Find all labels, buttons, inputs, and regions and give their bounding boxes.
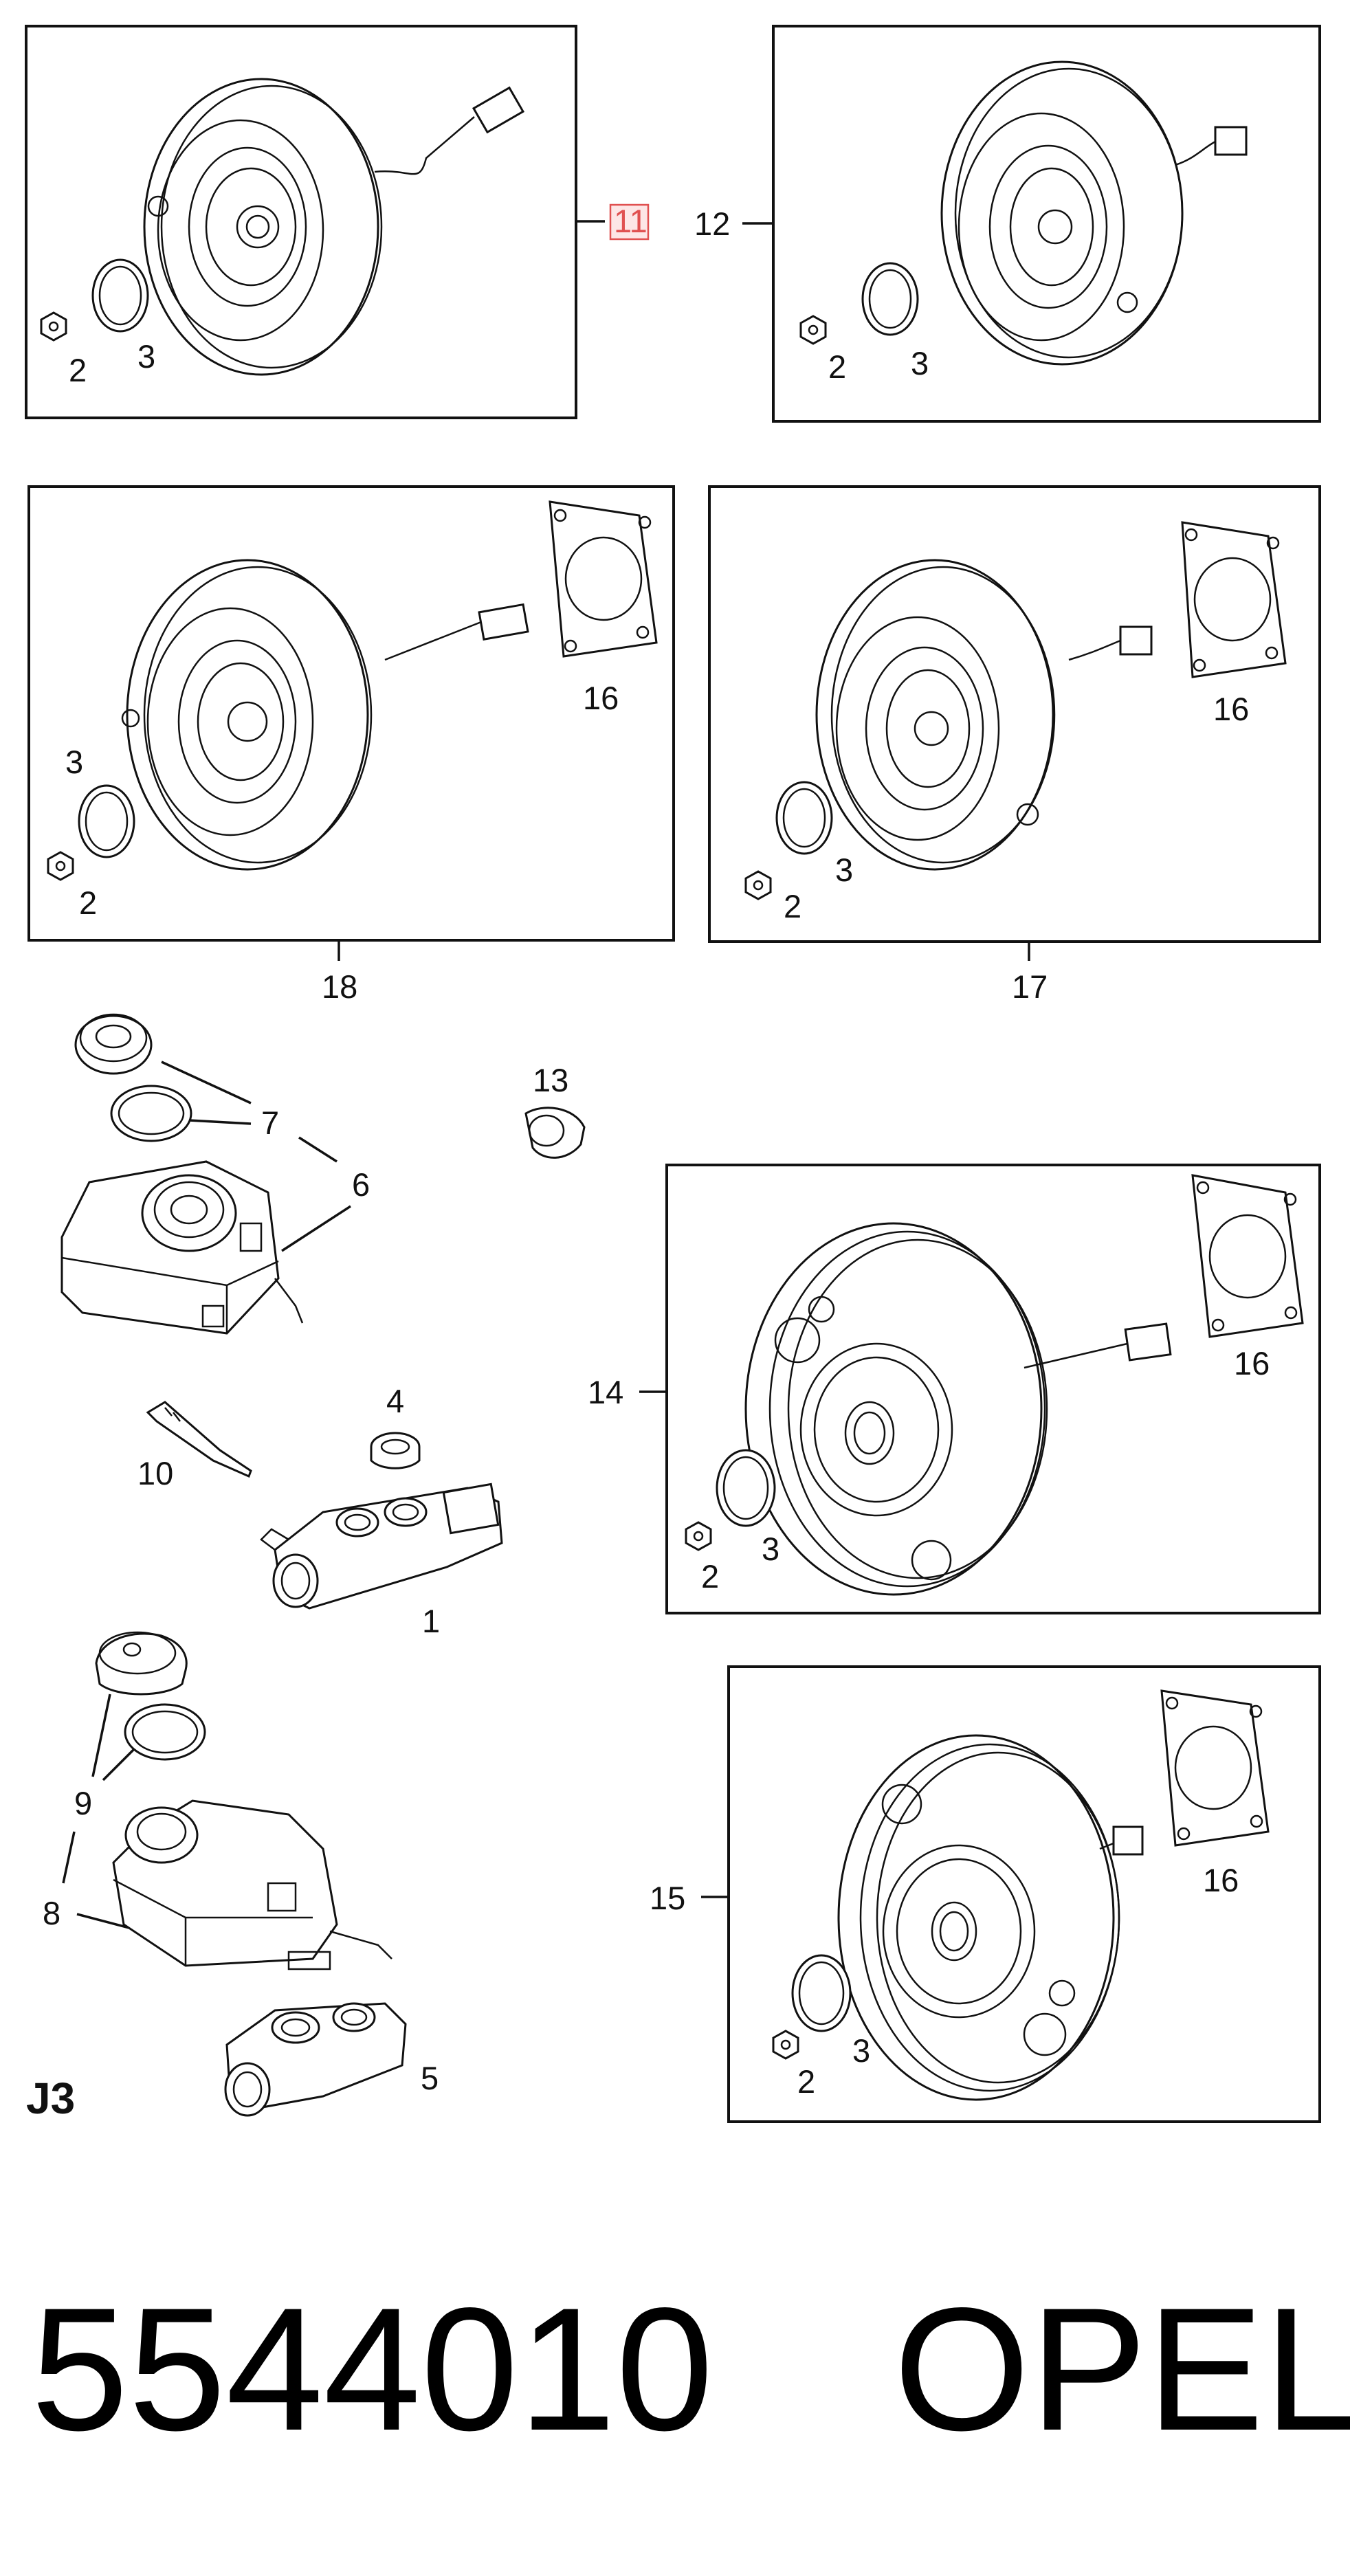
master-cylinder-5: 5 bbox=[224, 2002, 439, 2117]
master-cylinder-1: 1 bbox=[260, 1483, 503, 1639]
callout-11-highlight bbox=[609, 203, 650, 241]
callout-13: 13 bbox=[533, 1062, 568, 1098]
booster-panel-15: 15 16 3 2 bbox=[650, 1665, 1321, 2123]
callout-3: 3 bbox=[911, 345, 929, 381]
callout-14: 14 bbox=[588, 1374, 623, 1410]
brand-name: OPEL bbox=[894, 2272, 1350, 2467]
part-number: 5544010 bbox=[31, 2272, 713, 2467]
grommet-4: 4 bbox=[370, 1383, 421, 1469]
pin-10: 10 bbox=[137, 1401, 252, 1491]
callout-8: 8 bbox=[43, 1895, 60, 1931]
callout-6: 6 bbox=[352, 1166, 370, 1203]
callout-9: 9 bbox=[74, 1785, 92, 1821]
callout-3: 3 bbox=[835, 852, 853, 888]
callout-2: 2 bbox=[797, 2063, 815, 2100]
callout-2: 2 bbox=[784, 888, 801, 924]
callout-3: 3 bbox=[137, 338, 155, 375]
callout-2: 2 bbox=[828, 348, 846, 385]
booster-panel-14: 14 16 3 2 bbox=[588, 1164, 1321, 1614]
callout-7: 7 bbox=[261, 1104, 279, 1141]
callout-1: 1 bbox=[422, 1603, 440, 1639]
callout-4: 4 bbox=[386, 1383, 404, 1419]
reservoir-assembly-6: 7 6 bbox=[60, 1013, 370, 1335]
booster-panel-18: 16 3 2 bbox=[27, 485, 675, 942]
callout-16: 16 bbox=[1234, 1345, 1270, 1381]
callout-15: 15 bbox=[650, 1880, 685, 1916]
callout-12: 12 bbox=[694, 206, 730, 242]
callout-3: 3 bbox=[762, 1531, 779, 1567]
reservoir-assembly-8: 9 8 bbox=[43, 1631, 392, 1970]
callout-3: 3 bbox=[852, 2032, 870, 2069]
callout-2: 2 bbox=[701, 1558, 719, 1595]
callout-11: 11 bbox=[614, 203, 648, 239]
booster-panel-17: 16 3 2 bbox=[708, 485, 1321, 943]
callout-2: 2 bbox=[69, 352, 87, 388]
callout-18: 18 bbox=[322, 968, 357, 1005]
callout-10: 10 bbox=[137, 1455, 173, 1491]
callout-3: 3 bbox=[65, 744, 83, 780]
callout-17: 17 bbox=[1012, 968, 1048, 1005]
callout-2: 2 bbox=[79, 885, 97, 921]
booster-panel-11: 2 3 bbox=[25, 25, 577, 419]
callout-5: 5 bbox=[421, 2060, 439, 2096]
callout-16: 16 bbox=[1203, 1862, 1239, 1898]
booster-panel-12: 12 2 3 bbox=[694, 25, 1321, 423]
grommet-13: 13 bbox=[524, 1062, 586, 1159]
callout-16: 16 bbox=[1213, 691, 1249, 727]
callout-16: 16 bbox=[583, 680, 619, 716]
sheet-id: J3 bbox=[26, 2074, 75, 2123]
